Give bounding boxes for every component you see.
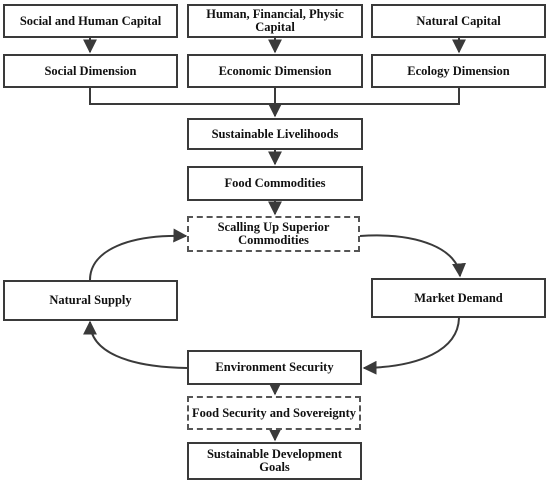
- natural-supply-box: Natural Supply: [3, 280, 178, 321]
- human-financial-capital-box: Human, Financial, Physic Capital: [187, 4, 363, 38]
- market-demand-label: Market Demand: [414, 290, 503, 305]
- social-human-capital-label: Social and Human Capital: [19, 13, 162, 28]
- food-commodities-box: Food Commodities: [187, 166, 363, 201]
- social-human-capital-box: Social and Human Capital: [3, 4, 178, 38]
- ecology-dimension-label: Ecology Dimension: [407, 63, 510, 78]
- food-commodities-label: Food Commodities: [224, 176, 326, 190]
- sdg-box: Sustainable Development Goals: [187, 442, 362, 480]
- economic-dimension-box: Economic Dimension: [187, 54, 363, 88]
- ecology-dimension-box: Ecology Dimension: [371, 54, 546, 88]
- arrow-environment-security-to-natural-supply: [83, 320, 188, 369]
- arrow-natural-supply-to-scaling-up: [89, 228, 188, 281]
- sdg-label: Sustainable Development Goals: [206, 447, 343, 474]
- sustainable-livelihoods-box: Sustainable Livelihoods: [187, 118, 363, 150]
- environment-security-label: Environment Security: [215, 360, 334, 374]
- human-financial-capital-label: Human, Financial, Physic Capital: [206, 7, 344, 34]
- social-dimension-label: Social Dimension: [44, 63, 137, 78]
- market-demand-box: Market Demand: [371, 278, 546, 318]
- food-security-label: Food Security and Sovereignty: [191, 405, 356, 420]
- sustainable-livelihoods-label: Sustainable Livelihoods: [211, 126, 339, 141]
- natural-capital-label: Natural Capital: [416, 13, 501, 28]
- arrow-scaling-up-to-market-demand: [359, 234, 466, 278]
- scaling-up-label: Scalling Up Superior Commodities: [217, 220, 330, 247]
- social-dimension-box: Social Dimension: [3, 54, 178, 88]
- natural-capital-box: Natural Capital: [371, 4, 546, 38]
- arrow-market-demand-to-environment-security: [362, 317, 460, 375]
- scaling-up-box: Scalling Up Superior Commodities: [187, 216, 360, 252]
- economic-dimension-label: Economic Dimension: [218, 63, 332, 78]
- environment-security-box: Environment Security: [187, 350, 362, 385]
- food-security-box: Food Security and Sovereignty: [187, 396, 361, 430]
- natural-supply-label: Natural Supply: [49, 293, 132, 307]
